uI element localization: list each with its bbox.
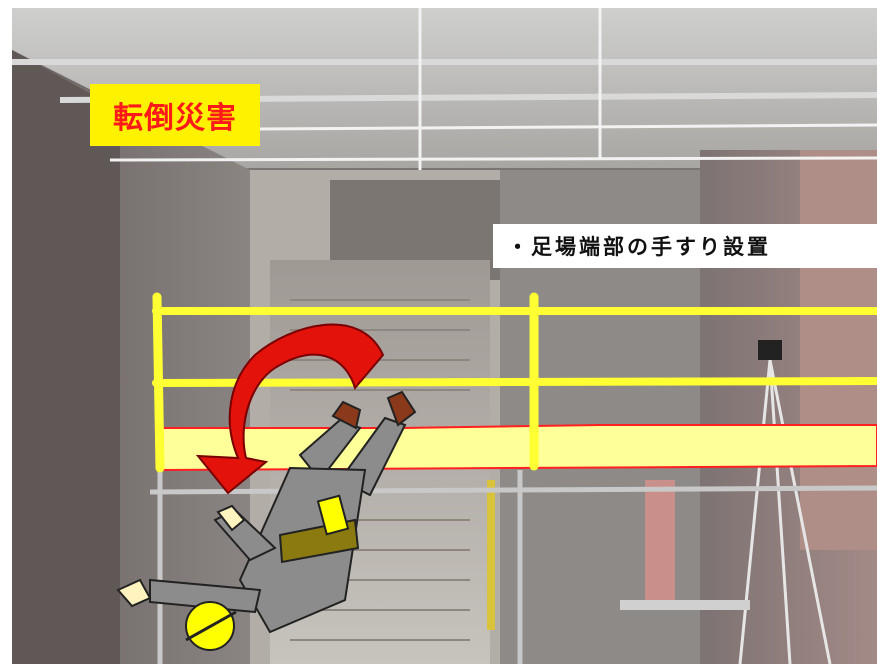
title-label: 転倒災害	[90, 84, 260, 146]
falling-worker-icon	[116, 390, 417, 651]
left-post	[152, 292, 165, 473]
tripod	[738, 359, 832, 664]
curved-fall-arrow-icon	[195, 323, 385, 495]
scaffold-tubes	[149, 470, 877, 664]
mid-rail	[152, 377, 877, 387]
caption-label: ・足場端部の手すり設置	[493, 224, 877, 268]
toe-board	[159, 424, 877, 472]
stair-steps	[290, 299, 470, 641]
